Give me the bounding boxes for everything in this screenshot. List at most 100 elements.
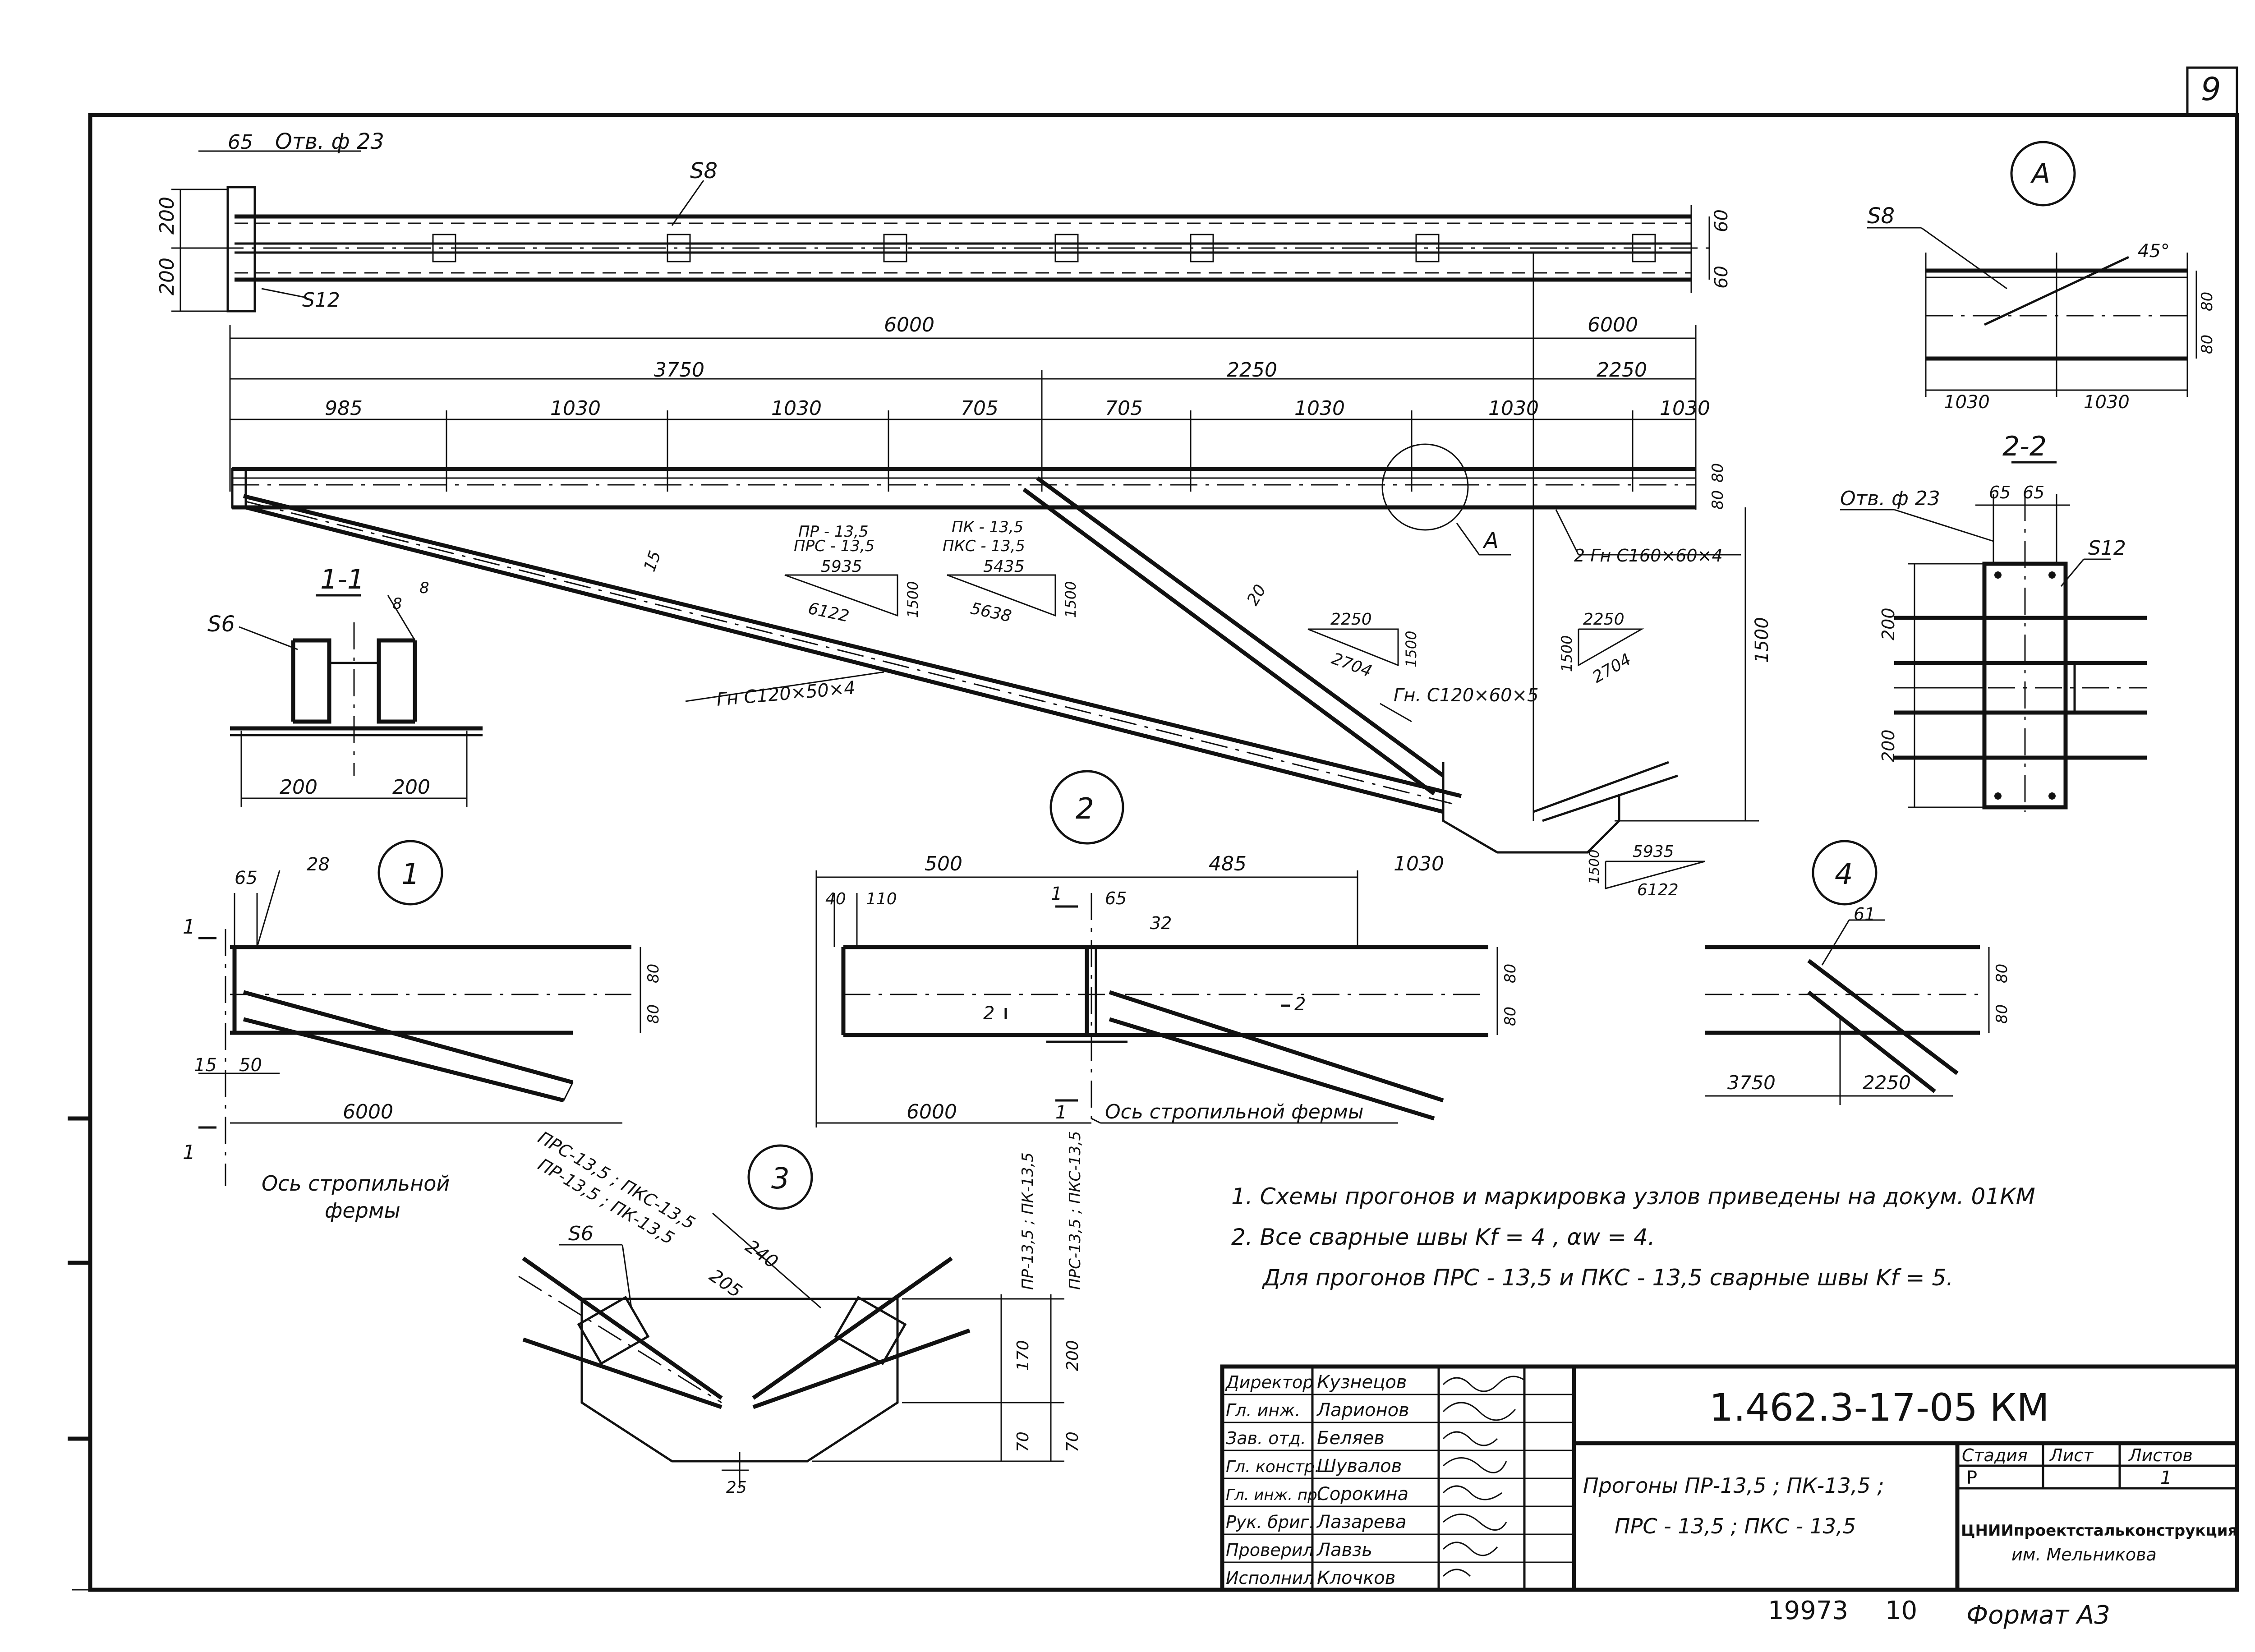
section-2-2-dim-200-b: 200 <box>1878 729 1898 762</box>
dim-80-a: 80 <box>1709 463 1727 483</box>
node-2-dim-485: 485 <box>1209 852 1247 875</box>
dim-6000-a: 6000 <box>884 313 934 336</box>
node-1-dim-80-b: 80 <box>644 1004 663 1024</box>
profile-diagonal-1: Гн С120×50×4 <box>716 677 856 710</box>
tri2-label-2: ПКС - 13,5 <box>943 537 1025 555</box>
purlin-elevation <box>230 370 1759 889</box>
node-2-cut-bottom: 1 <box>1055 1102 1067 1123</box>
node-1-dim-80-a: 80 <box>644 964 663 983</box>
span-dim: 1030 <box>1294 397 1345 420</box>
section-2-2-dim-65-b: 65 <box>2023 483 2044 502</box>
dim-60-b: 60 <box>1711 266 1732 289</box>
node-3-s6: S6 <box>568 1222 594 1245</box>
node-3-dim-240: 240 <box>741 1236 782 1273</box>
dim-2250-b: 2250 <box>1597 359 1647 382</box>
dim-65-top: 65 <box>228 131 253 154</box>
span-dim: 985 <box>325 397 363 420</box>
note-2: 2. Все сварные швы Kf = 4 , αw = 4. <box>1231 1224 1655 1250</box>
dim-80-b: 80 <box>1709 490 1727 510</box>
note-3: Для прогонов ПРС - 13,5 и ПКС - 13,5 сва… <box>1262 1265 1953 1291</box>
section-2-2-hole: Отв. ф 23 <box>1840 487 1940 510</box>
node-2-dim-500: 500 <box>925 852 962 875</box>
section-1-1-dim-200-a: 200 <box>280 776 318 799</box>
node-3-dim-70-a: 70 <box>1014 1431 1032 1452</box>
tb-title-line-2: ПРС - 13,5 ; ПКС - 13,5 <box>1615 1514 1856 1538</box>
node-2-circle-label: 2 <box>1076 792 1094 826</box>
node-1-axis-label-2: фермы <box>325 1198 400 1223</box>
section-1-1-dim-200-b: 200 <box>392 776 430 799</box>
plate-s12-label: S12 <box>302 289 340 312</box>
tb-document-code: 1.462.3-17-05 КМ <box>1709 1385 2049 1430</box>
node-2-detail <box>815 770 1498 1127</box>
node-3-dim-70-b: 70 <box>1063 1431 1082 1452</box>
dim-6000-b: 6000 <box>1588 313 1638 336</box>
node-4-detail <box>1705 840 1990 1105</box>
tb-role: Гл. констр. <box>1226 1458 1320 1476</box>
node-2-dim-32: 32 <box>1150 913 1172 933</box>
tb-sheets-value: 1 <box>2160 1468 2172 1488</box>
weld-8-a: 8 <box>392 595 402 613</box>
tri4-a: 2250 <box>1583 610 1625 629</box>
node-a-detail <box>1867 141 2197 397</box>
tri3-a: 2250 <box>1330 610 1372 629</box>
node-3-dim-205: 205 <box>705 1265 746 1302</box>
tb-role: Гл. инж. пр. <box>1226 1486 1322 1504</box>
node-1-circle-label: 1 <box>401 858 420 891</box>
node-1-dim-28: 28 <box>307 854 330 875</box>
node-1-dim-50: 50 <box>239 1055 262 1076</box>
tb-name: Беляев <box>1317 1428 1385 1449</box>
section-2-2-s12: S12 <box>2088 537 2126 560</box>
node-3-dim-170: 170 <box>1014 1340 1032 1371</box>
node-2-dim-6000: 6000 <box>907 1100 957 1123</box>
top-plan-view <box>171 150 1714 821</box>
tb-stage-value: Р <box>1966 1468 1977 1488</box>
node-2-cut-top: 1 <box>1051 884 1062 904</box>
tb-role: Рук. бриг. <box>1226 1512 1315 1532</box>
node-4-dim-61: 61 <box>1854 904 1875 924</box>
node-2-dim-80-a: 80 <box>1501 964 1519 983</box>
tri3-c: 2704 <box>1329 649 1374 681</box>
dim-200-b: 200 <box>156 258 179 295</box>
node-4-circle-label: 4 <box>1835 858 1853 891</box>
node-1-cut-bottom: 1 <box>183 1141 195 1164</box>
span-dim: 705 <box>1105 397 1143 420</box>
tb-name: Лазарева <box>1316 1512 1406 1532</box>
tb-sheets-header: Листов <box>2128 1445 2193 1465</box>
section-2-2-title: 2-2 <box>2002 431 2047 462</box>
node-4-dim-80-a: 80 <box>1993 964 2011 983</box>
node-2-axis-label: Ось стропильной фермы <box>1105 1100 1364 1123</box>
tri2-b: 1500 <box>1062 581 1079 618</box>
dim-3750: 3750 <box>654 359 704 382</box>
tb-organization-sub: им. Мельникова <box>2011 1545 2157 1565</box>
tb-role: Гл. инж. <box>1226 1400 1300 1420</box>
tb-role: Зав. отд. <box>1226 1428 1306 1448</box>
node-2-dim-40: 40 <box>825 890 846 908</box>
node-3-detail <box>518 1144 1064 1488</box>
tb-role: Директор <box>1225 1372 1313 1392</box>
node-2-dim-110: 110 <box>866 890 897 908</box>
tb-name: Шувалов <box>1317 1456 1402 1477</box>
tri2-c: 5638 <box>969 599 1013 626</box>
tri4-b: 1500 <box>1558 635 1575 672</box>
tri1-label-1: ПР - 13,5 <box>798 523 869 541</box>
tb-sheet-header: Лист <box>2049 1445 2094 1465</box>
tri3-b: 1500 <box>1403 631 1420 667</box>
tb-name: Кузнецов <box>1317 1372 1407 1393</box>
tb-title-line-1: Прогоны ПР-13,5 ; ПК-13,5 ; <box>1583 1473 1884 1498</box>
node-2-section-mark-right: 2 <box>1294 994 1306 1015</box>
tb-name: Сорокина <box>1317 1484 1408 1505</box>
tri2-label-1: ПК - 13,5 <box>952 518 1023 536</box>
dim-200-a: 200 <box>156 197 179 235</box>
node-3-vertical-label-2: ПРС-13,5 ; ПКС-13,5 <box>1066 1131 1084 1290</box>
node-3-dim-200: 200 <box>1063 1340 1082 1371</box>
dim-60-a: 60 <box>1711 209 1732 232</box>
node-2-dim-80-b: 80 <box>1501 1007 1519 1026</box>
section-2-2 <box>1840 461 2147 812</box>
marker-a-label: А <box>1482 528 1499 553</box>
tb-name: Лавзь <box>1316 1540 1372 1560</box>
dim-2250-a: 2250 <box>1227 359 1277 382</box>
node-a-dim-1030-a: 1030 <box>1944 392 1990 413</box>
tb-role: Проверил <box>1226 1540 1314 1560</box>
tri2-a: 5435 <box>983 557 1025 576</box>
